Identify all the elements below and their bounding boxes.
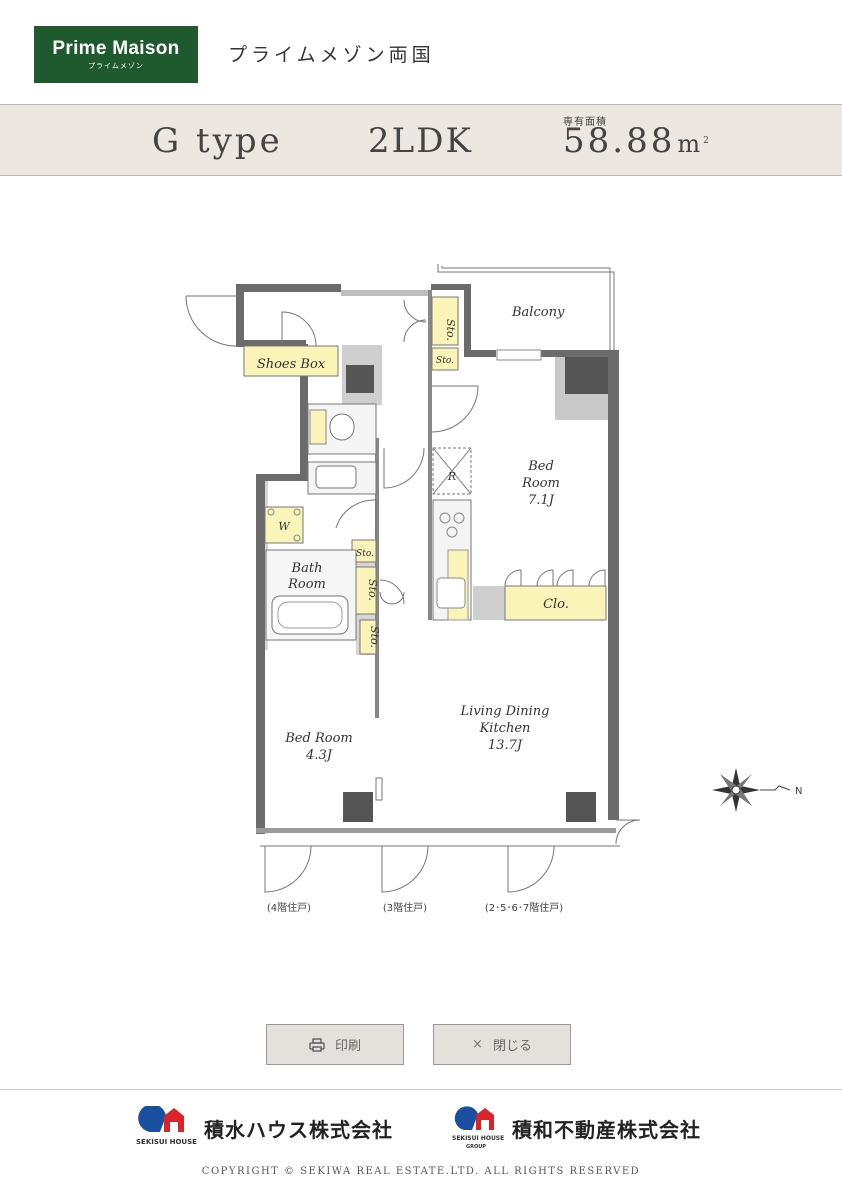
sekisui-house-logo[interactable]: SEKISUI HOUSE 積水ハウス株式会社 [136,1104,393,1146]
refrigerator-label: R [447,470,456,483]
bed-room-2-size: 4.3J [305,748,333,763]
closet-label: Clo. [543,597,569,612]
copyright: COPYRIGHT © SEKIWA REAL ESTATE.LTD. ALL … [201,1166,641,1177]
compass-icon: N [712,768,802,812]
sto-label-1: Sto. [444,319,457,341]
area-unit-sup: 2 [703,136,712,146]
print-button-label: 印刷 [334,1039,361,1054]
type-bar [0,104,842,176]
washer: W [264,506,304,544]
brand-logo-subtext: プライムメゾン [88,62,144,70]
entry-note-4f: (4階住戸) [267,901,311,914]
close-button[interactable]: × 閉じる [433,1024,571,1065]
sekisui-emblem-icon [138,1104,184,1132]
bed-room-2-label: Bed Room [284,731,352,746]
property-name: プライムメゾン両国 [228,44,435,66]
type-name: G type [152,121,283,161]
brand-logo-text: Prime Maison [52,38,180,59]
bathtub [265,549,357,641]
balcony-area [437,264,615,350]
sto-label-3: Sto. [356,549,374,559]
sekisui-house-mark: SEKISUI HOUSE [136,1104,197,1146]
area-unit-letter: m [677,130,704,158]
close-icon: × [472,1037,483,1052]
sekisui-house-name: 積水ハウス株式会社 [204,1117,393,1142]
sekiwa-sub2: GROUP [466,1144,486,1150]
area-unit: m2 [677,130,712,158]
bed-room-1-size: 7.1J [528,493,555,508]
sliding-door[interactable] [375,777,383,801]
bed-room-1-label-1: Bed [527,459,554,474]
pillar-right [566,792,596,822]
doors[interactable] [185,295,641,893]
ldk-size: 13.7J [488,738,523,753]
sekiwa-sub: SEKISUI HOUSE [452,1135,505,1142]
bath-label-2: Room [287,577,326,592]
compass-north-label: N [795,786,802,797]
sekiwa-emblem-icon [454,1106,494,1130]
sto-label-2: Sto. [436,356,454,366]
sto-label-5: Sto. [368,626,381,648]
balcony-label: Balcony [511,305,565,320]
bed-room-1-label-2: Room [521,476,560,491]
close-button-label: 閉じる [492,1039,532,1054]
sto-label-4: Sto. [366,579,379,601]
kitchen-counter [432,447,472,621]
area-value: 58.88m2 [563,121,712,161]
pillar-left [343,792,373,822]
storage-units [243,296,607,655]
ldk-label-2: Kitchen [479,721,531,736]
shoes-box-label: Shoes Box [257,357,326,372]
walls [236,284,619,834]
sekiwa-mark: SEKISUI HOUSE GROUP [452,1106,505,1150]
sekiwa-real-estate-logo[interactable]: SEKISUI HOUSE GROUP 積和不動産株式会社 [452,1106,701,1150]
footer-divider [0,1089,842,1090]
printer-icon [309,1037,325,1052]
area-label: 専有面積 [563,117,607,128]
entry-note-others: (2･5･6･7階住戸) [485,901,563,914]
print-button[interactable]: 印刷 [266,1024,404,1065]
entry-note-3f: (3階住戸) [383,901,427,914]
bath-label-1: Bath [291,561,323,576]
area-number: 58.88 [563,121,676,161]
washer-label: W [278,520,291,533]
layout-name: 2LDK [368,121,473,161]
ldk-label-1: Living Dining [460,704,550,719]
sekisui-house-sub: SEKISUI HOUSE [136,1138,197,1146]
balcony-door[interactable] [496,349,542,361]
sekiwa-real-estate-name: 積和不動産株式会社 [512,1117,701,1142]
toilet-fixture [307,403,377,495]
brand-logo[interactable]: Prime Maison プライムメゾン [34,26,198,83]
